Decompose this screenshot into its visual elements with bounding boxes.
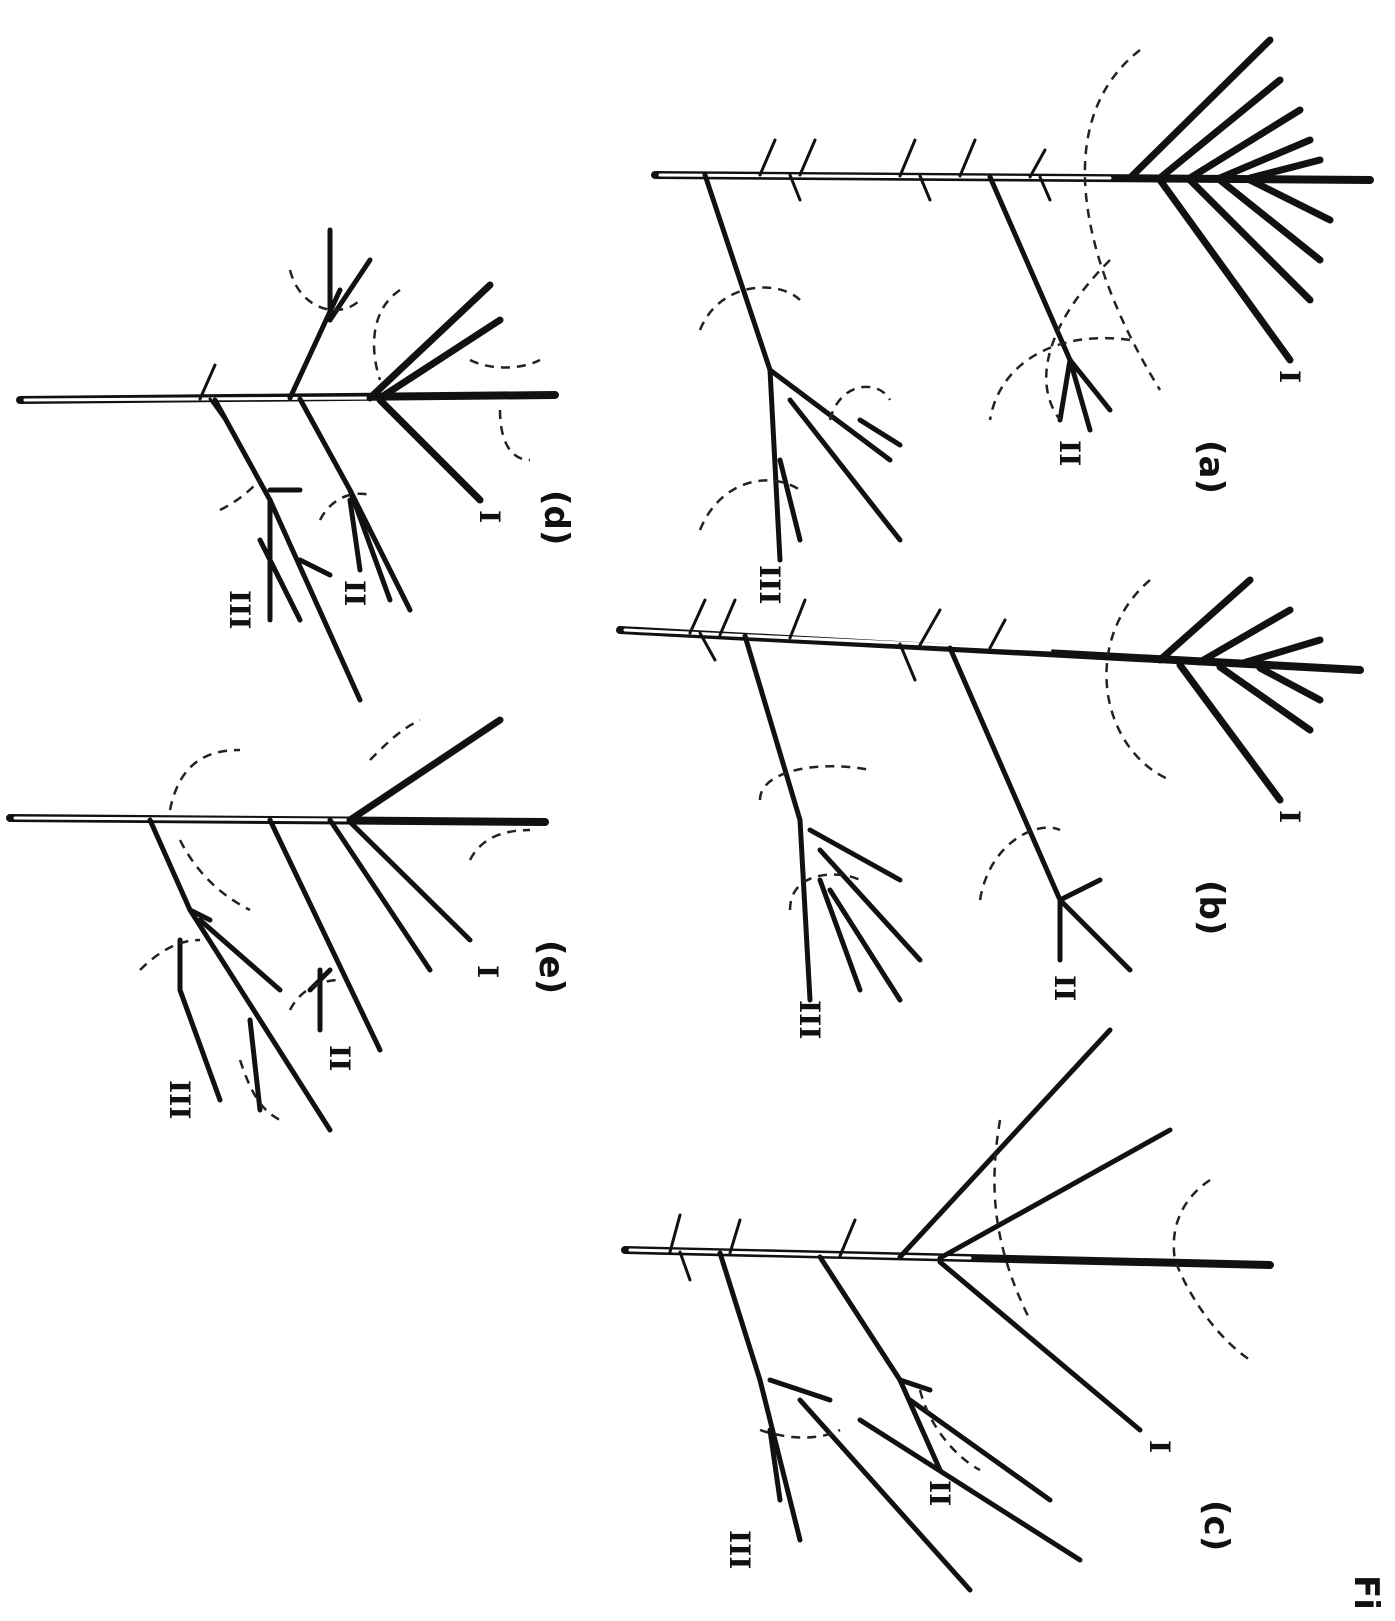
panel-b-order-II: II bbox=[1048, 975, 1081, 1001]
panel-e-order-III: III bbox=[163, 1080, 196, 1119]
panel-a-order-III: III bbox=[753, 565, 786, 604]
panel-c: I II III (c) bbox=[625, 1030, 1270, 1590]
panel-d-label: (d) bbox=[536, 490, 576, 545]
order-III-shoot bbox=[705, 175, 900, 560]
order-II-shoot bbox=[990, 177, 1110, 430]
panel-b-label: (b) bbox=[1191, 880, 1231, 935]
order-II-shoot bbox=[270, 820, 380, 1050]
panel-a-order-II: II bbox=[1053, 440, 1086, 466]
panel-e: I II III (e) bbox=[10, 720, 571, 1130]
panel-a-label: (a) bbox=[1191, 440, 1231, 494]
order-III-shoot bbox=[720, 1253, 1080, 1590]
panel-b: I II III (b) bbox=[620, 580, 1360, 1039]
figure-caption-fragment: Fi bbox=[1346, 1575, 1386, 1610]
order-II-shoot bbox=[300, 399, 410, 610]
order-III-shoot bbox=[215, 400, 360, 700]
panel-d-order-III: III bbox=[223, 590, 256, 629]
panel-c-order-III: III bbox=[723, 1530, 756, 1569]
panel-e-order-II: II bbox=[323, 1045, 356, 1071]
order-I-shoots bbox=[670, 1030, 1170, 1430]
panel-c-label: (c) bbox=[1196, 1500, 1236, 1551]
panel-a-order-I: I bbox=[1273, 370, 1306, 383]
order-III-shoot bbox=[745, 636, 920, 1000]
order-II-shoot bbox=[950, 648, 1130, 970]
panel-e-order-I: I bbox=[471, 965, 504, 978]
order-I-shoots bbox=[760, 40, 1330, 360]
panel-c-order-II: II bbox=[923, 1480, 956, 1506]
panel-b-order-III: III bbox=[793, 1000, 826, 1039]
panel-c-order-I: I bbox=[1143, 1440, 1176, 1453]
panel-e-label: (e) bbox=[531, 940, 571, 994]
panel-a: I II III (a) bbox=[655, 40, 1370, 604]
order-I-shoots bbox=[330, 720, 500, 970]
panel-b-order-I: I bbox=[1273, 810, 1306, 823]
panel-d-order-I: I bbox=[473, 510, 506, 523]
panel-d: I II III (d) bbox=[20, 230, 576, 700]
panel-d-order-II: II bbox=[338, 580, 371, 606]
